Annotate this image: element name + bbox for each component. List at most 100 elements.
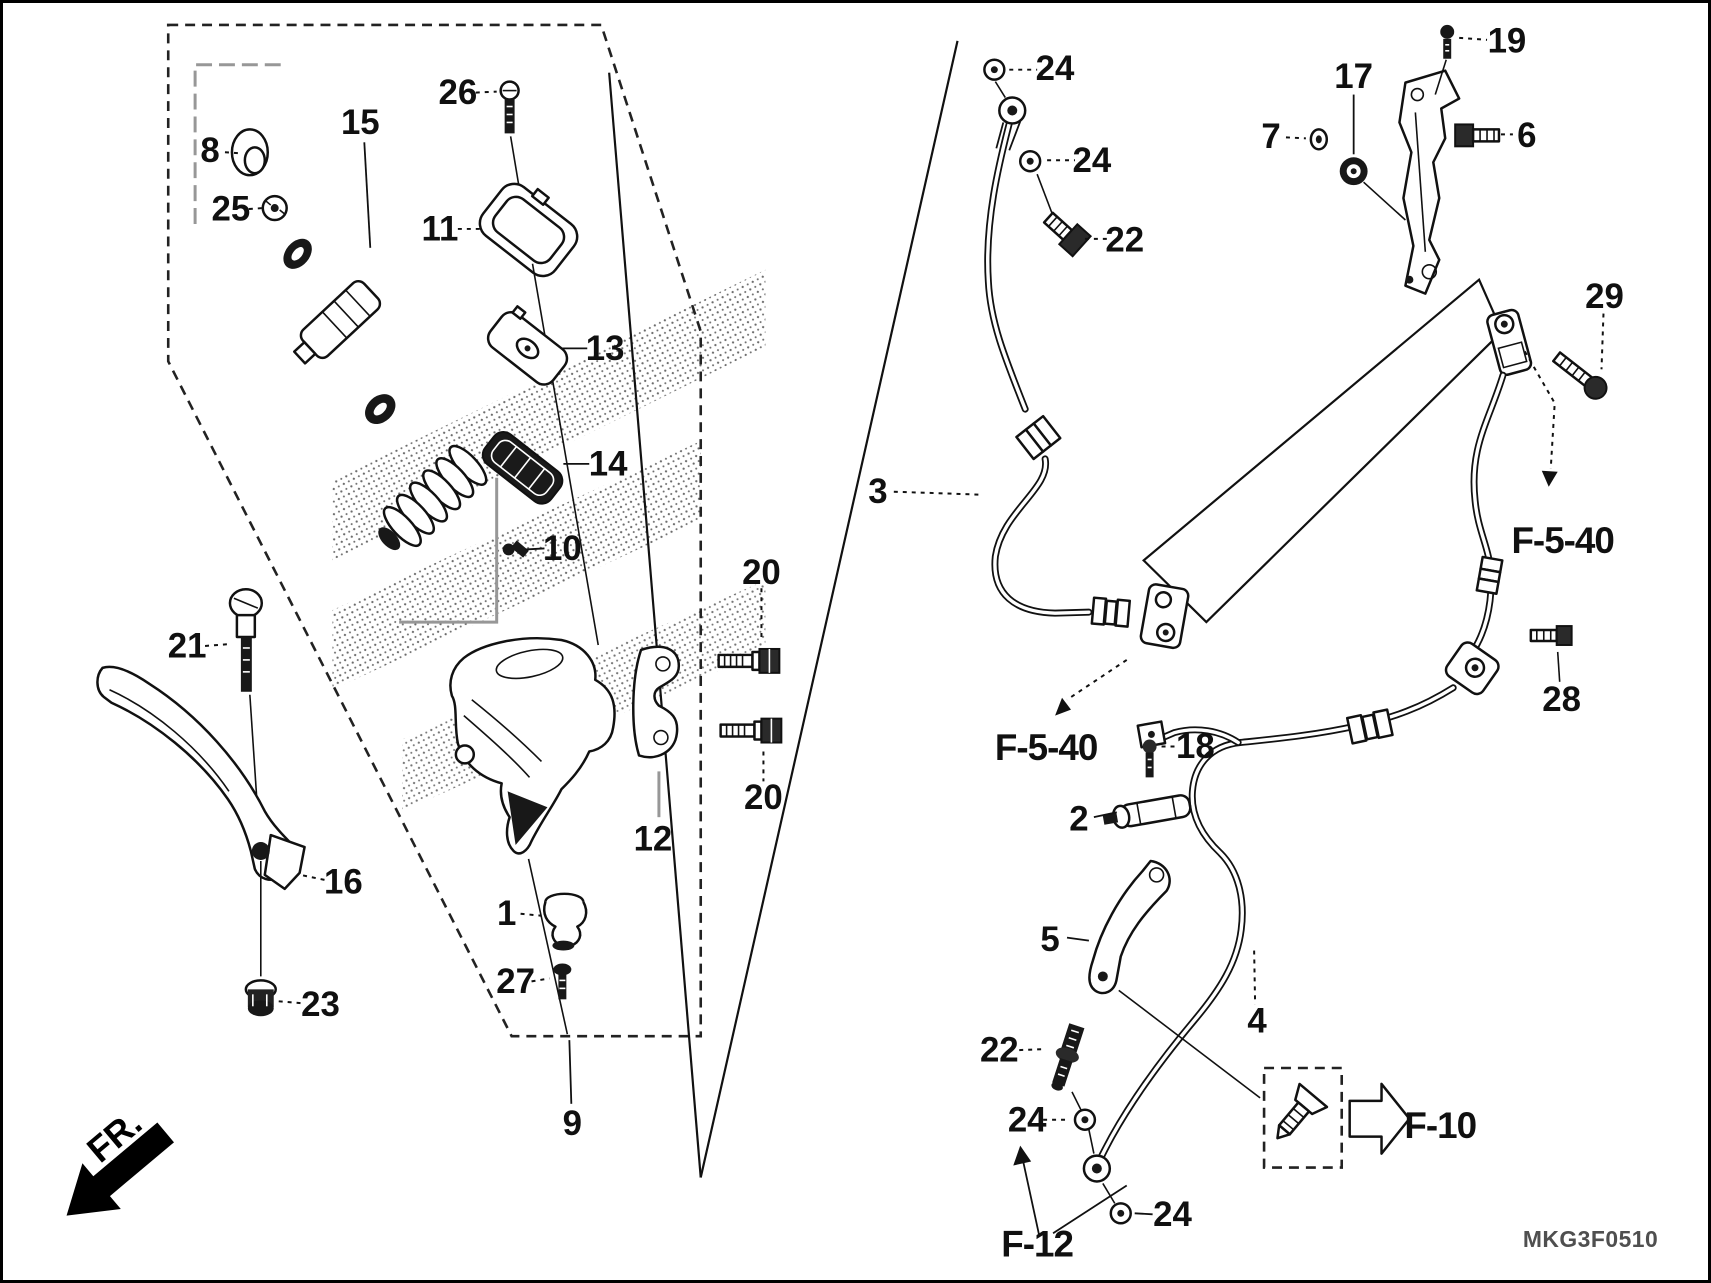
- washer-24b: [1018, 150, 1042, 173]
- callout-26: 26: [438, 73, 477, 112]
- callout-28: 28: [1542, 680, 1581, 719]
- callout-25: 25: [212, 190, 251, 229]
- master-cylinder-body: [449, 637, 616, 1035]
- frame-band: [1142, 277, 1504, 624]
- hose4-end-clamp: [1136, 720, 1167, 749]
- washer-24d: [1109, 1202, 1132, 1225]
- front-direction-arrow: FR.: [66, 1103, 174, 1216]
- pivot-nut-part-23: [244, 979, 277, 1017]
- ref-f540-left: F-5-40: [995, 727, 1097, 768]
- callout-16: 16: [324, 862, 363, 901]
- corner-bracket-top-left: [193, 63, 288, 224]
- bolt-28: [1529, 625, 1573, 682]
- f540a-leader: [1055, 659, 1128, 716]
- ref-f540-right: F-5-40: [1511, 520, 1613, 561]
- hose-clamp-bracket-5: [1088, 859, 1261, 1099]
- snap-washer-part-25: [261, 194, 288, 222]
- ref-f12: F-12: [1001, 1224, 1073, 1265]
- return-spring: [378, 444, 488, 551]
- leader-15: [363, 142, 372, 248]
- ref-f10: F-10: [1404, 1105, 1476, 1146]
- hose3-top-eye: [994, 81, 1054, 217]
- f10-block-arrow: [1348, 1082, 1411, 1155]
- callout-4: 4: [1247, 1002, 1267, 1041]
- f10-screw: [1276, 1082, 1329, 1140]
- oil-bolt-22a: [1042, 211, 1093, 258]
- pin-part-10: [502, 540, 529, 558]
- hose4-bottom-eye: [1071, 1091, 1116, 1204]
- leader-4: [1253, 950, 1257, 1005]
- hose3-lower-banjo: [1139, 583, 1190, 650]
- hose-stay-bracket: [1398, 69, 1461, 295]
- washer-24c: [1073, 1108, 1097, 1131]
- callout-11: 11: [422, 209, 459, 248]
- callout-27: 27: [496, 962, 535, 1001]
- callout-7: 7: [1261, 117, 1280, 156]
- hose4-sleeve-a: [1475, 555, 1504, 595]
- callout-labels: 8 25 15 26 11 13 14 10 20 20 12 21 16 23…: [168, 21, 1624, 1233]
- reservoir-cap-part-11: [478, 182, 579, 278]
- callout-24c: 24: [1008, 1100, 1047, 1139]
- oil-bolt-22b: [1051, 1023, 1085, 1091]
- cup-washer: [365, 394, 396, 425]
- callout-21: 21: [168, 626, 207, 665]
- hose4-elbow-fitting: [1444, 641, 1500, 696]
- axis-line: [531, 263, 599, 646]
- callout-8: 8: [200, 131, 219, 170]
- callout-22b: 22: [980, 1031, 1019, 1070]
- diaphragm-plate-part-13: [486, 305, 569, 386]
- fr-arrow-icon: [66, 1122, 174, 1216]
- f540b-leader: [1523, 350, 1558, 487]
- callout-23: 23: [301, 985, 340, 1024]
- washer-24a: [983, 58, 1006, 81]
- rubber-boot-part-1: [542, 892, 588, 951]
- callout-1: 1: [497, 894, 516, 933]
- stay-screw-19: [1434, 24, 1455, 95]
- hose4-sleeve-b: [1345, 708, 1394, 745]
- callout-3: 3: [868, 472, 887, 511]
- callout-22a: 22: [1105, 220, 1144, 259]
- callout-15: 15: [341, 103, 380, 142]
- f10-dashed-box: [1262, 1066, 1344, 1169]
- bushing-part-8: [230, 128, 270, 177]
- callout-10: 10: [543, 529, 582, 568]
- callout-12: 12: [634, 820, 673, 859]
- callout-24a: 24: [1036, 49, 1075, 88]
- diaphragm-part-14: [481, 431, 564, 505]
- callout-29: 29: [1585, 277, 1624, 316]
- callout-17: 17: [1334, 57, 1373, 96]
- screw-18: [1142, 739, 1157, 778]
- clamp-bolt-20b: [719, 717, 783, 744]
- callout-13: 13: [586, 329, 625, 368]
- callout-6: 6: [1517, 116, 1536, 155]
- brake-lever-part-16: [96, 665, 306, 977]
- stay-bolt-6: [1454, 123, 1501, 148]
- reference-v-lines: [608, 40, 959, 1178]
- callout-24b: 24: [1073, 141, 1112, 180]
- nut-7: [1309, 128, 1329, 151]
- callout-leaders: [204, 36, 1605, 1216]
- hose3-sleeve: [1015, 414, 1062, 461]
- callout-14: 14: [589, 444, 628, 483]
- callout-9: 9: [563, 1104, 582, 1143]
- lever-pivot-bolt-part-21: [228, 588, 264, 845]
- callout-19: 19: [1488, 21, 1527, 60]
- diagram-canvas: 8 25 15 26 11 13 14 10 20 20 12 21 16 23…: [66, 21, 1658, 1265]
- kit-15-bracket: [399, 477, 499, 624]
- callout-20a: 20: [742, 553, 781, 592]
- callout-2: 2: [1069, 800, 1088, 839]
- master-cylinder-exploded: [96, 80, 783, 1104]
- callout-5: 5: [1040, 920, 1059, 959]
- leader-9: [568, 1040, 573, 1104]
- o-ring: [283, 238, 312, 269]
- bleed-screw-part-27: [553, 963, 572, 1000]
- grommet-17: [1339, 94, 1406, 221]
- callout-20b: 20: [744, 778, 783, 817]
- hose4-top-banjo: [1486, 308, 1533, 376]
- joint-part-2: [1102, 794, 1192, 829]
- brake-hose-assembly: [983, 24, 1608, 1236]
- figure-reference-labels: F-5-40 F-5-40 F-10 F-12: [995, 520, 1615, 1265]
- assembly-outline-dashed: [166, 23, 703, 1038]
- hose3-fitting-sleeve: [1090, 596, 1132, 628]
